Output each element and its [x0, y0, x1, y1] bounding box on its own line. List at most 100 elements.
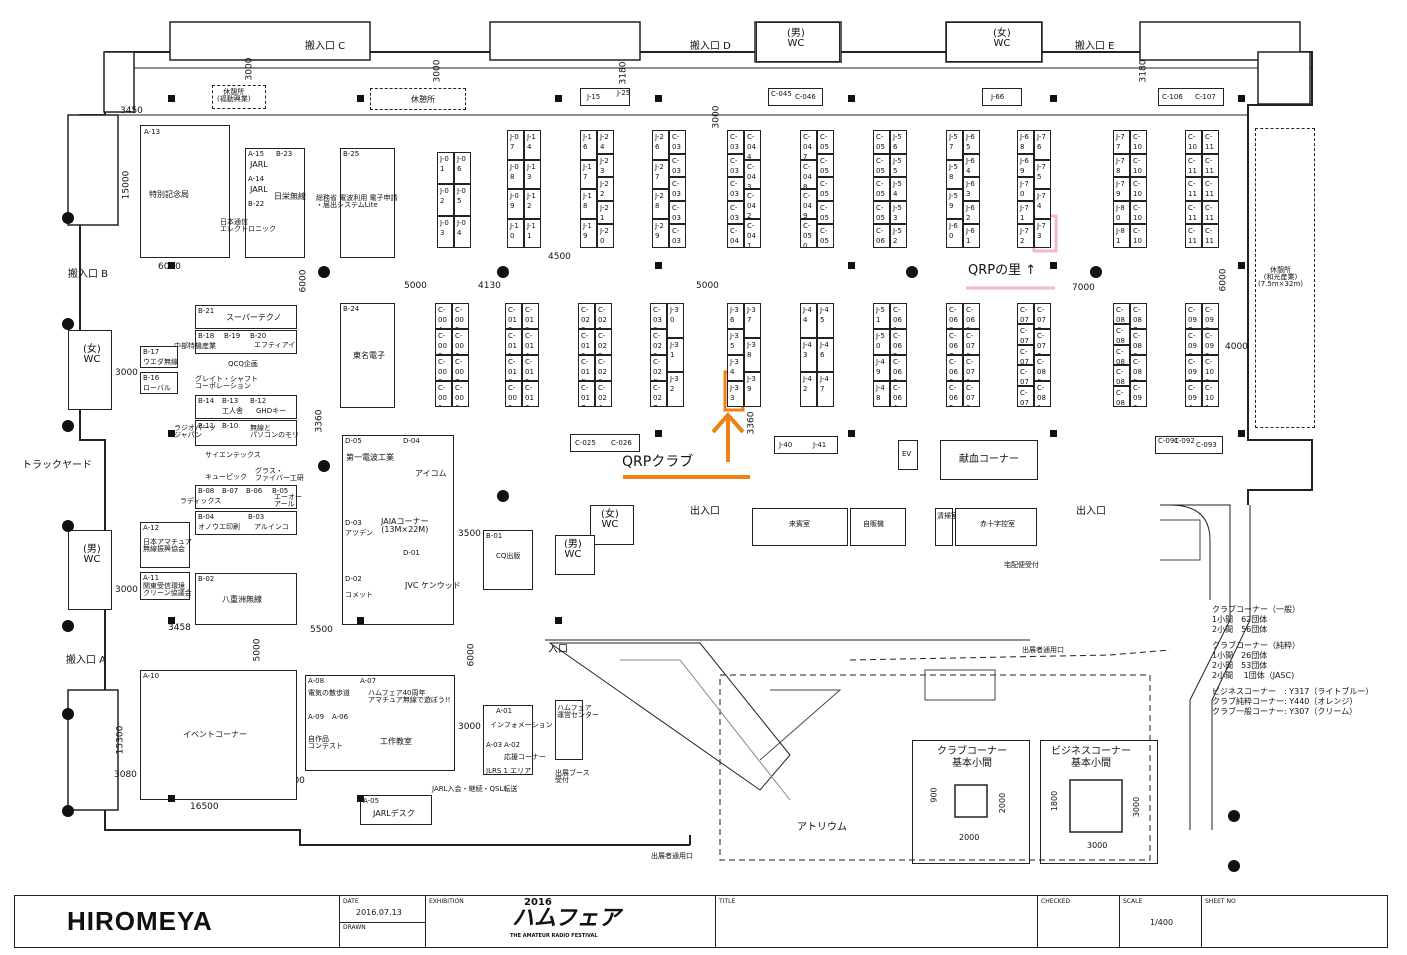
- booth-label: C-022: [598, 332, 607, 354]
- area-jaia: D-05 第一電波工業 D-04 アイコム D-03 アツデン JAIAコーナー…: [342, 435, 461, 625]
- booth-label: C-080: [1037, 358, 1046, 380]
- booth-label: C-010: [508, 358, 517, 380]
- booth-label: C-109: [1188, 133, 1197, 151]
- booth: J-81: [1113, 224, 1130, 248]
- booth-label: J-39: [747, 375, 756, 394]
- booth: C-082: [1113, 386, 1130, 407]
- dim-6000-d: 6000: [466, 643, 477, 667]
- booth: C-067: [946, 329, 963, 355]
- booth: C-070: [963, 329, 980, 355]
- booth-label: J-32: [670, 375, 679, 394]
- booth: C-022: [595, 329, 612, 355]
- booth: C-061: [890, 303, 907, 329]
- area-hq: ハムフェア 運営センター: [555, 700, 599, 760]
- booth-label: J-21: [600, 203, 609, 222]
- booth: C-116: [1202, 177, 1219, 201]
- booth: C-077: [1017, 303, 1034, 324]
- booth: C-113: [1185, 224, 1202, 248]
- title-checked-cell: CHECKED: [1038, 896, 1120, 947]
- booth-label: C-024: [598, 384, 607, 406]
- pillar: [1238, 262, 1245, 269]
- wc-men-left: (男) WC: [68, 530, 112, 610]
- booth-label: J-22: [600, 180, 609, 199]
- label-shuttensha-2: 出展者通用口: [651, 852, 693, 860]
- booth: C-012: [505, 303, 522, 329]
- dim-3450: 3450: [120, 106, 143, 116]
- area-b04-03: B-04 B-03 オノウエ印刷 アルインコ: [195, 511, 297, 535]
- booth: C-047: [800, 130, 817, 160]
- booth-label: C-113: [1188, 227, 1197, 246]
- booth: J-18: [580, 189, 597, 219]
- booth-label: C-043: [747, 162, 756, 189]
- booth: C-112: [1185, 200, 1202, 225]
- booth-label: C-008: [455, 384, 464, 406]
- booth: C-041: [744, 218, 761, 248]
- booth-label: C-052: [820, 203, 829, 222]
- booth-label: C-073: [1020, 389, 1029, 407]
- booth: C-105: [1130, 153, 1147, 178]
- brand-logo: HIROMEYA: [67, 906, 213, 936]
- booth: C-034: [669, 153, 686, 178]
- legend-club-basic-booth: クラブコーナー 基本小間 2000 900 2000: [912, 740, 1030, 864]
- column-dot: [62, 318, 74, 330]
- legend-club-pure-3: 2小間 1団体（JASC): [1212, 671, 1295, 680]
- legend-club-pure-title: クラブコーナー（純粋）: [1212, 641, 1300, 650]
- booth-label: J-71: [1020, 203, 1029, 222]
- booth: C-002: [435, 355, 452, 381]
- booth-label: C-017: [581, 384, 590, 406]
- booth: C-076: [1017, 323, 1034, 345]
- title-date: 2016.07.13: [356, 908, 402, 917]
- pillar: [1238, 95, 1245, 102]
- label-deiriguchi-2: 出入口: [1076, 506, 1106, 517]
- booth-label: C-040: [730, 227, 739, 246]
- label-glass: グラス・ ファイバー工研: [255, 467, 304, 482]
- booth: C-021: [595, 303, 612, 329]
- booth: C-049: [800, 189, 817, 219]
- area-jarl-nichiei: A-15 B-23 JARL A-14 JARL B-22 日栄無線 日本通信 …: [220, 148, 306, 258]
- booth-label: C-066: [949, 358, 958, 380]
- booth-label: C-105: [1133, 156, 1142, 175]
- booth-label: J-10: [510, 221, 519, 240]
- booth: C-005: [452, 303, 469, 329]
- pillar: [168, 262, 175, 269]
- booth-label: C-088: [1133, 332, 1142, 354]
- booth: C-024: [595, 381, 612, 407]
- booth-label: J-58: [949, 162, 958, 181]
- booth: C-003: [435, 329, 452, 355]
- legend-club-pure-1: 1小間 26団体: [1212, 651, 1268, 660]
- booth-label: J-44: [803, 306, 812, 324]
- dim-3000-e: 3000: [115, 585, 138, 595]
- booth-c106-107: C-106 C-107: [1158, 88, 1224, 106]
- booth-label: J-27: [655, 162, 664, 181]
- booth-label: J-46: [820, 340, 829, 359]
- booth-label: J-33: [730, 384, 739, 402]
- area-a06-09: A-08 電気の散歩道 A-07 ハムフェア40周年 アマチュア無線で遊ぼう!!…: [305, 675, 455, 771]
- room-jisei: 清掃室: [935, 508, 958, 546]
- booth: C-090: [1130, 381, 1147, 407]
- booth-label: J-81: [1116, 227, 1125, 246]
- dim-7000: 7000: [1072, 283, 1095, 293]
- booth-label: J-47: [820, 375, 829, 394]
- area-a13: A-13 特別記念局: [140, 125, 230, 258]
- booth-label: C-079: [1037, 332, 1046, 354]
- entrance-a-label: 搬入口 A: [66, 655, 107, 666]
- booth-label: C-112: [1188, 203, 1197, 222]
- booth-label: C-037: [730, 156, 739, 175]
- booth: C-084: [1113, 344, 1130, 366]
- booth-label: J-23: [600, 156, 609, 175]
- booth: J-07: [507, 130, 524, 160]
- room-raihin: 来賓室: [752, 508, 848, 546]
- booth: C-097: [1185, 303, 1202, 329]
- booth-label: C-035: [672, 133, 681, 151]
- entrance-e-label: 搬入口 E: [1075, 41, 1115, 52]
- title-title-cell: TITLE: [716, 896, 1038, 947]
- booth-label: J-08: [510, 162, 519, 181]
- column-dot: [497, 266, 509, 278]
- booth: J-31: [667, 337, 684, 373]
- booth: C-062: [890, 329, 907, 355]
- legend-club-pure-color: クラブ純粋コーナー: Y440（オレンジ）: [1212, 697, 1358, 706]
- pillar: [848, 430, 855, 437]
- booth-j66: J-66: [982, 88, 1022, 106]
- booth-label: C-065: [949, 384, 958, 406]
- label-qcq: QCQ企画: [228, 360, 258, 368]
